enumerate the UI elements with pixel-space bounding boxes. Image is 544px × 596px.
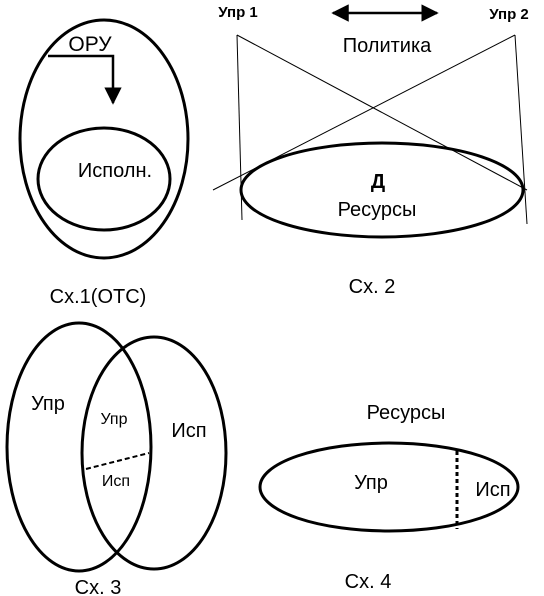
schema-2: Упр 1 Упр 2 Политика Д Ресурсы Сх. 2 — [212, 4, 529, 298]
schema3-right-label: Исп — [171, 420, 206, 442]
schema1-caption: Сх.1(ОТС) — [50, 286, 147, 308]
schema1-top-label: ОРУ — [68, 33, 112, 56]
schema2-ellipse-label: Ресурсы — [338, 199, 417, 221]
schema4-caption: Сх. 4 — [345, 571, 392, 593]
schema2-middle-label: Политика — [343, 35, 432, 57]
schema3-caption: Сх. 3 — [75, 577, 122, 596]
schema2-caption: Сх. 2 — [349, 276, 396, 298]
schema3-dashed-divider — [85, 452, 150, 470]
schema-3: Упр Упр Исп Исп Сх. 3 — [5, 321, 228, 596]
schema4-ellipse — [258, 441, 520, 533]
schema2-left-label: Упр 1 — [218, 4, 258, 21]
schema1-inner-ellipse — [36, 126, 172, 232]
schema2-ellipse-top-label: Д — [371, 171, 385, 193]
schema3-overlap-bottom-label: Исп — [102, 473, 130, 490]
schema3-right-ellipse — [80, 335, 228, 571]
schema3-left-label: Упр — [31, 393, 65, 415]
schema4-left-label: Упр — [354, 472, 388, 494]
schema1-arrow — [48, 54, 122, 105]
schema3-overlap-top-label: Упр — [100, 411, 127, 428]
schema-4: Ресурсы Упр Исп Сх. 4 — [258, 402, 520, 593]
schema1-inner-label: Исполн. — [78, 160, 152, 182]
schema4-right-label: Исп — [475, 479, 510, 501]
schema2-diagonal-left-to-right — [236, 34, 528, 191]
schema2-right-vertical — [514, 34, 528, 225]
schema2-resources-ellipse — [239, 141, 525, 239]
schema1-outer-ellipse — [18, 18, 190, 260]
schema4-top-label: Ресурсы — [367, 402, 446, 424]
schema2-right-label: Упр 2 — [489, 6, 529, 23]
schema-1: ОРУ Исполн. Сх.1(ОТС) — [18, 18, 190, 308]
schema3-left-ellipse — [5, 321, 153, 573]
